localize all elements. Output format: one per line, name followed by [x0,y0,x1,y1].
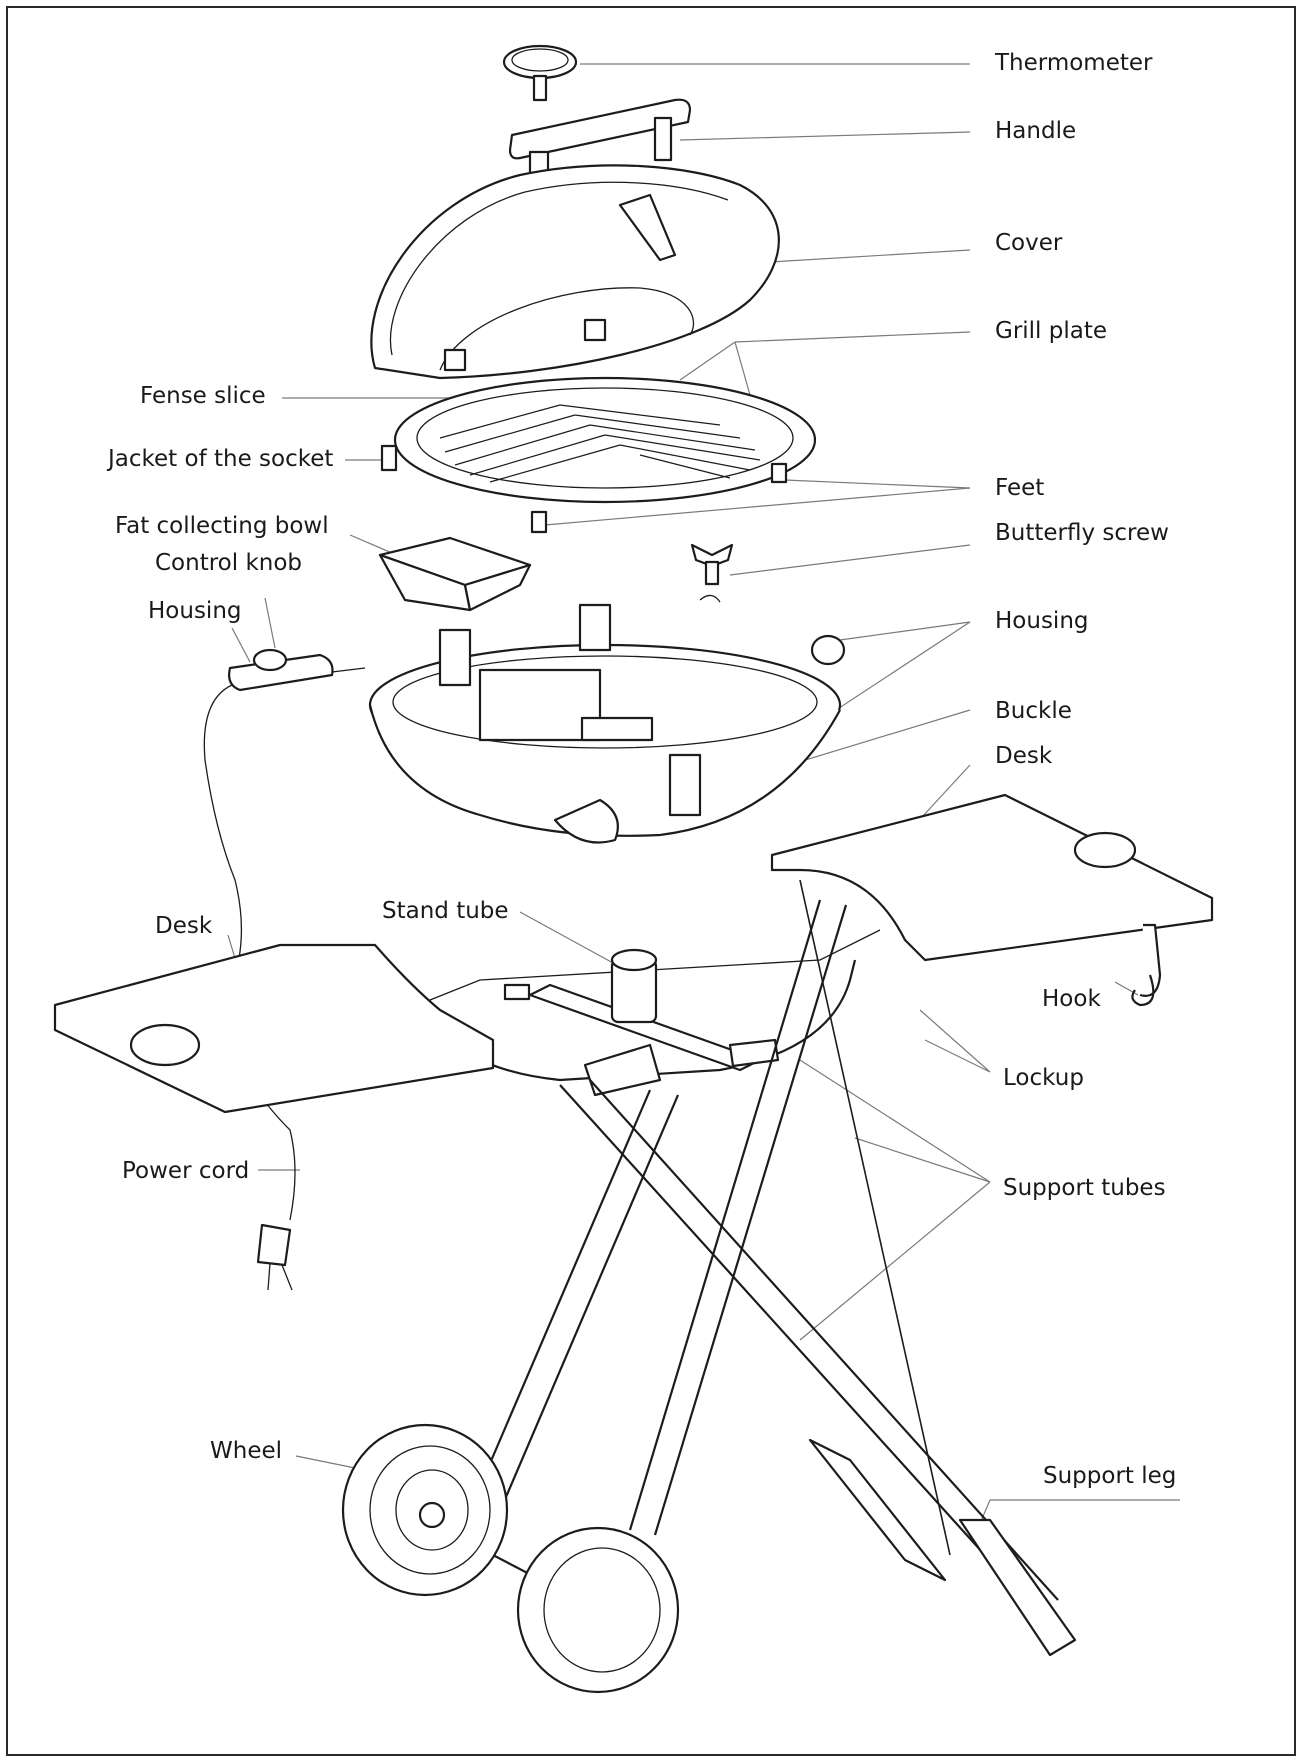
leader-knob [264,597,276,649]
label-hook: Hook [1042,986,1101,1012]
grill-plate-part [380,376,817,534]
leader-grill-plate-a [679,341,736,381]
label-thermometer: Thermometer [995,50,1153,76]
label-desk-left: Desk [155,913,213,939]
label-housing-right: Housing [995,608,1089,634]
leader-grill-plate-b [734,331,971,343]
label-feet: Feet [995,475,1045,501]
leader-support-b [854,1137,991,1183]
label-desk-right: Desk [995,743,1053,769]
leader-lines [227,63,1180,1536]
label-jacket-socket: Jacket of the socket [108,446,334,472]
leader-housing-right-a [839,621,971,641]
label-stand-tube: Stand tube [382,898,509,924]
desk-left-part [53,943,495,1114]
leader-support-c [799,1181,991,1341]
leader-butterfly [729,544,971,576]
leader-lockup-a [919,1009,991,1073]
housing-part [368,603,846,844]
thermometer-part [502,44,578,102]
leader-feet-a [784,479,971,489]
label-handle: Handle [995,118,1077,144]
label-grill-plate: Grill plate [995,318,1108,344]
label-fense-slice: Fense slice [140,383,266,409]
label-fat-bowl: Fat collecting bowl [115,513,329,539]
hook-part [1131,974,1155,1007]
label-wheel: Wheel [210,1438,283,1464]
leader-support-a [799,1059,991,1183]
label-control-knob: Control knob [155,550,303,576]
cover-part [370,164,780,380]
leader-grill-plate-c [734,341,751,396]
leader-cover [769,249,971,263]
control-knob-part [203,648,366,1291]
label-housing-left: Housing [148,598,242,624]
stand-frame-part [419,879,1077,1657]
label-butterfly-screw: Butterfly screw [995,520,1169,546]
wheels-part [341,1423,680,1694]
leader-hook [1114,981,1139,996]
label-support-leg: Support leg [1043,1463,1177,1489]
leader-feet-b [544,487,971,526]
fat-bowl-part [378,536,532,612]
label-buckle: Buckle [995,698,1072,724]
leader-handle [679,131,971,141]
label-power-cord: Power cord [122,1158,250,1184]
label-support-tubes: Support tubes [1003,1175,1166,1201]
desk-right-part [770,793,1214,997]
leader-housing-left [231,627,251,663]
label-lockup: Lockup [1003,1065,1084,1091]
butterfly-screw-part [690,543,734,603]
leader-lockup-b [924,1039,991,1073]
label-cover: Cover [995,230,1063,256]
